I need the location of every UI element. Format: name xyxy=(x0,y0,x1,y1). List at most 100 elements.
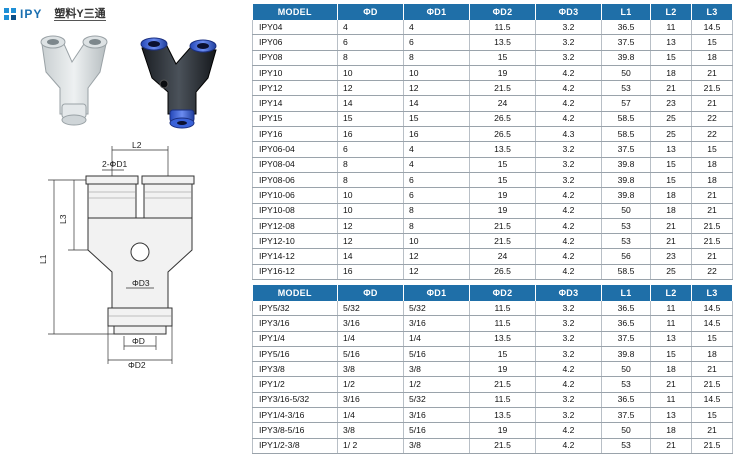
dim-label-d3: ΦD3 xyxy=(132,278,150,288)
dim-label-d1: 2-ΦD1 xyxy=(102,159,127,169)
black-y-fitting-icon xyxy=(140,37,217,129)
value-cell: 22 xyxy=(691,126,733,143)
model-cell: IPY3/16-5/32 xyxy=(252,392,338,409)
value-cell: 11.5 xyxy=(469,301,536,317)
value-cell: 50 xyxy=(601,65,651,82)
value-cell: 15 xyxy=(469,346,536,363)
value-cell: 4.2 xyxy=(535,233,602,250)
model-cell: IPY14 xyxy=(252,95,338,112)
column-header: MODEL xyxy=(252,4,338,20)
dim-label-l1: L1 xyxy=(38,254,48,264)
value-cell: 4.2 xyxy=(535,95,602,112)
value-cell: 4.2 xyxy=(535,248,602,265)
value-cell: 14.5 xyxy=(691,315,733,332)
value-cell: 10 xyxy=(403,65,470,82)
value-cell: 11.5 xyxy=(469,315,536,332)
value-cell: 3.2 xyxy=(535,50,602,66)
value-cell: 25 xyxy=(650,264,692,281)
value-cell: 12 xyxy=(403,80,470,97)
value-cell: 4 xyxy=(403,20,470,36)
column-header: ΦD xyxy=(337,285,404,301)
value-cell: 39.8 xyxy=(601,187,651,204)
model-cell: IPY1/2-3/8 xyxy=(252,438,338,454)
value-cell: 13.5 xyxy=(469,331,536,347)
value-cell: 3/16 xyxy=(403,315,470,332)
model-cell: IPY15 xyxy=(252,111,338,128)
model-cell: IPY12 xyxy=(252,80,338,97)
product-photo xyxy=(40,35,217,129)
value-cell: 25 xyxy=(650,126,692,143)
column-header: L1 xyxy=(601,285,651,301)
value-cell: 4.2 xyxy=(535,203,602,219)
value-cell: 21.5 xyxy=(469,218,536,235)
value-cell: 3.2 xyxy=(535,20,602,36)
value-cell: 24 xyxy=(469,248,536,265)
value-cell: 21 xyxy=(650,376,692,393)
value-cell: 19 xyxy=(469,203,536,219)
value-cell: 19 xyxy=(469,65,536,82)
value-cell: 4.2 xyxy=(535,111,602,128)
value-cell: 26.5 xyxy=(469,264,536,281)
value-cell: 13 xyxy=(650,331,692,347)
value-cell: 18 xyxy=(691,50,733,66)
value-cell: 8 xyxy=(403,218,470,235)
value-cell: 21.5 xyxy=(469,233,536,250)
value-cell: 3/16 xyxy=(403,407,470,424)
value-cell: 8 xyxy=(337,172,404,189)
value-cell: 18 xyxy=(691,346,733,363)
value-cell: 1/ 2 xyxy=(337,438,404,454)
value-cell: 21 xyxy=(691,203,733,219)
value-cell: 21 xyxy=(691,187,733,204)
value-cell: 3.2 xyxy=(535,301,602,317)
value-cell: 4.2 xyxy=(535,187,602,204)
value-cell: 1/2 xyxy=(403,376,470,393)
value-cell: 6 xyxy=(403,34,470,51)
value-cell: 16 xyxy=(403,126,470,143)
value-cell: 53 xyxy=(601,80,651,97)
value-cell: 21 xyxy=(650,80,692,97)
value-cell: 10 xyxy=(337,203,404,219)
dimension-drawing: L2 2-ΦD1 L3 L1 ΦD3 ΦD ΦD2 xyxy=(38,140,195,370)
value-cell: 21 xyxy=(691,65,733,82)
model-cell: IPY08 xyxy=(252,50,338,66)
value-cell: 8 xyxy=(337,50,404,66)
value-cell: 15 xyxy=(650,172,692,189)
value-cell: 18 xyxy=(650,203,692,219)
value-cell: 57 xyxy=(601,95,651,112)
value-cell: 21.5 xyxy=(469,438,536,454)
value-cell: 14.5 xyxy=(691,301,733,317)
value-cell: 3.2 xyxy=(535,141,602,158)
value-cell: 39.8 xyxy=(601,50,651,66)
column-header: L3 xyxy=(691,4,733,20)
value-cell: 15 xyxy=(691,34,733,51)
model-cell: IPY5/16 xyxy=(252,346,338,363)
value-cell: 1/2 xyxy=(337,376,404,393)
value-cell: 13 xyxy=(650,407,692,424)
column-header: ΦD1 xyxy=(403,285,470,301)
model-cell: IPY14-12 xyxy=(252,248,338,265)
value-cell: 13.5 xyxy=(469,34,536,51)
value-cell: 21 xyxy=(691,95,733,112)
value-cell: 18 xyxy=(691,172,733,189)
value-cell: 21.5 xyxy=(691,438,733,454)
column-header: L3 xyxy=(691,285,733,301)
brand-logo-icon xyxy=(4,8,16,20)
value-cell: 6 xyxy=(403,187,470,204)
